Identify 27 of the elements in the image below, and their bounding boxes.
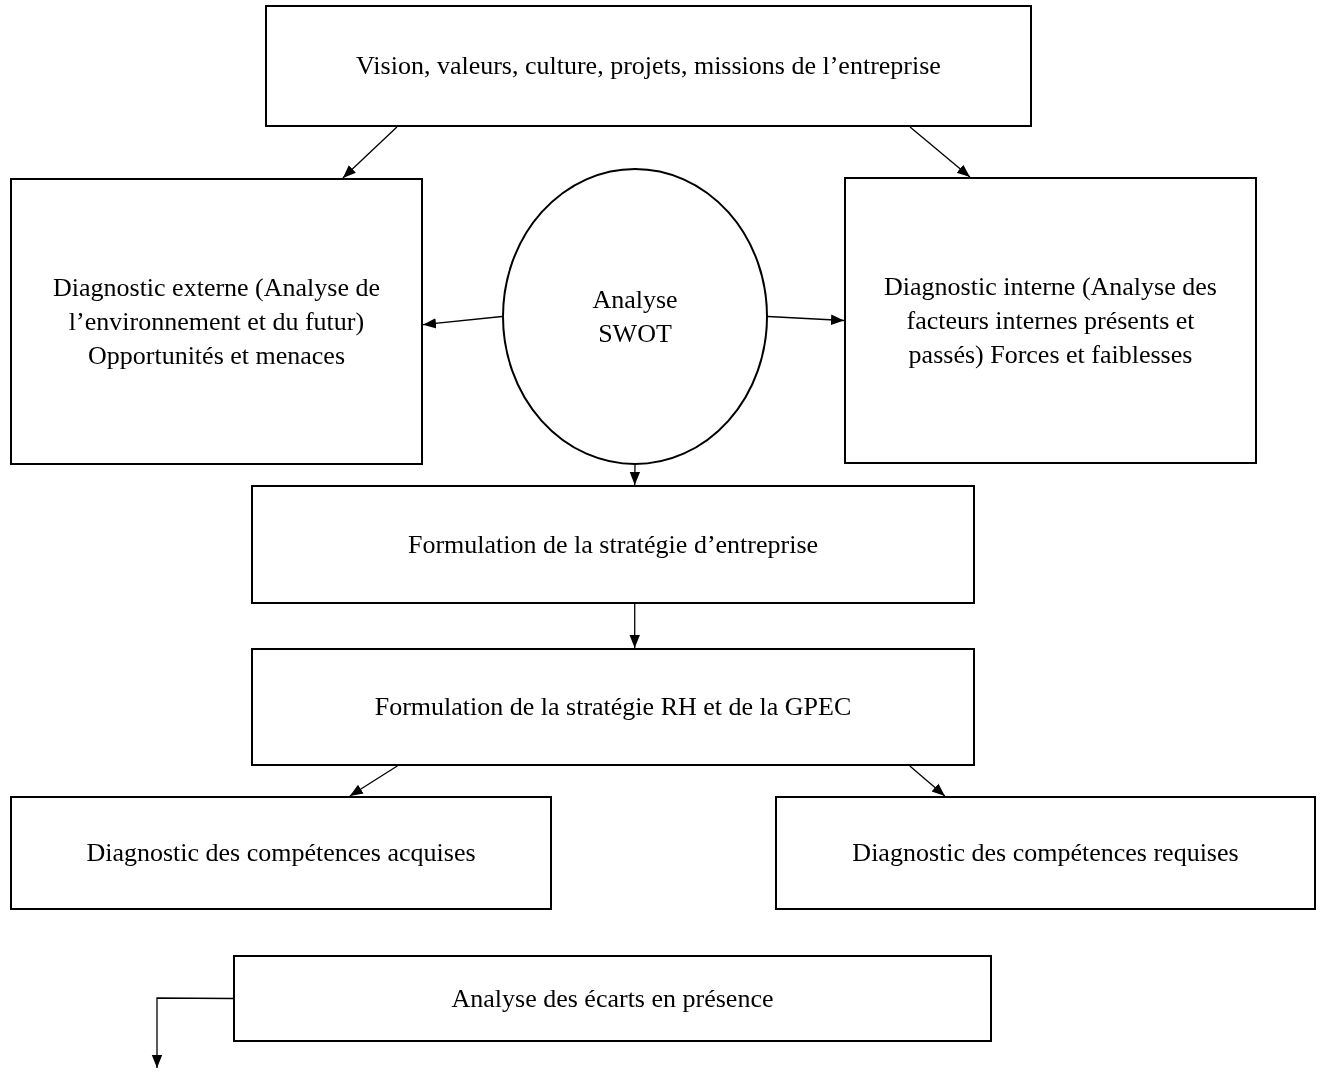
process-box: [775, 796, 1316, 910]
process-box: [265, 5, 1032, 127]
process-box: [251, 648, 975, 766]
box-text: Formulation de la stratégie RH et de la GPEC: [374, 691, 852, 723]
process-box: [233, 955, 992, 1042]
process-box: [10, 178, 423, 465]
box-text: Diagnostic des compétences requises: [852, 837, 1239, 869]
box-text: Formulation de la stratégie d’entreprise: [407, 528, 819, 561]
process-box: [10, 796, 552, 910]
box-text: Analyse des écarts en présence: [451, 982, 774, 1015]
box-text: Diagnostic externe (Analyse de l’environnement et du futur) Opportunités et menaces: [51, 271, 381, 372]
arrow: [629, 464, 641, 486]
arrow: [342, 126, 398, 179]
arrow: [422, 315, 503, 329]
arrow: [151, 997, 234, 1069]
arrow: [767, 314, 845, 325]
box-text: Diagnostic interne (Analyse des facteurs internes présents et passés) Forces et faiblesses: [883, 270, 1218, 371]
arrow: [909, 765, 946, 797]
process-box: [844, 177, 1257, 464]
process-box: [251, 485, 975, 604]
arrow: [349, 765, 398, 797]
arrow: [629, 603, 640, 649]
box-text: Diagnostic des compétences acquises: [86, 837, 476, 869]
analysis-circle: [502, 168, 768, 465]
box-text: Vision, valeurs, culture, projets, missions de l’entreprise: [356, 50, 941, 82]
arrow: [909, 126, 971, 178]
box-text: Analyse SWOT: [591, 283, 679, 350]
